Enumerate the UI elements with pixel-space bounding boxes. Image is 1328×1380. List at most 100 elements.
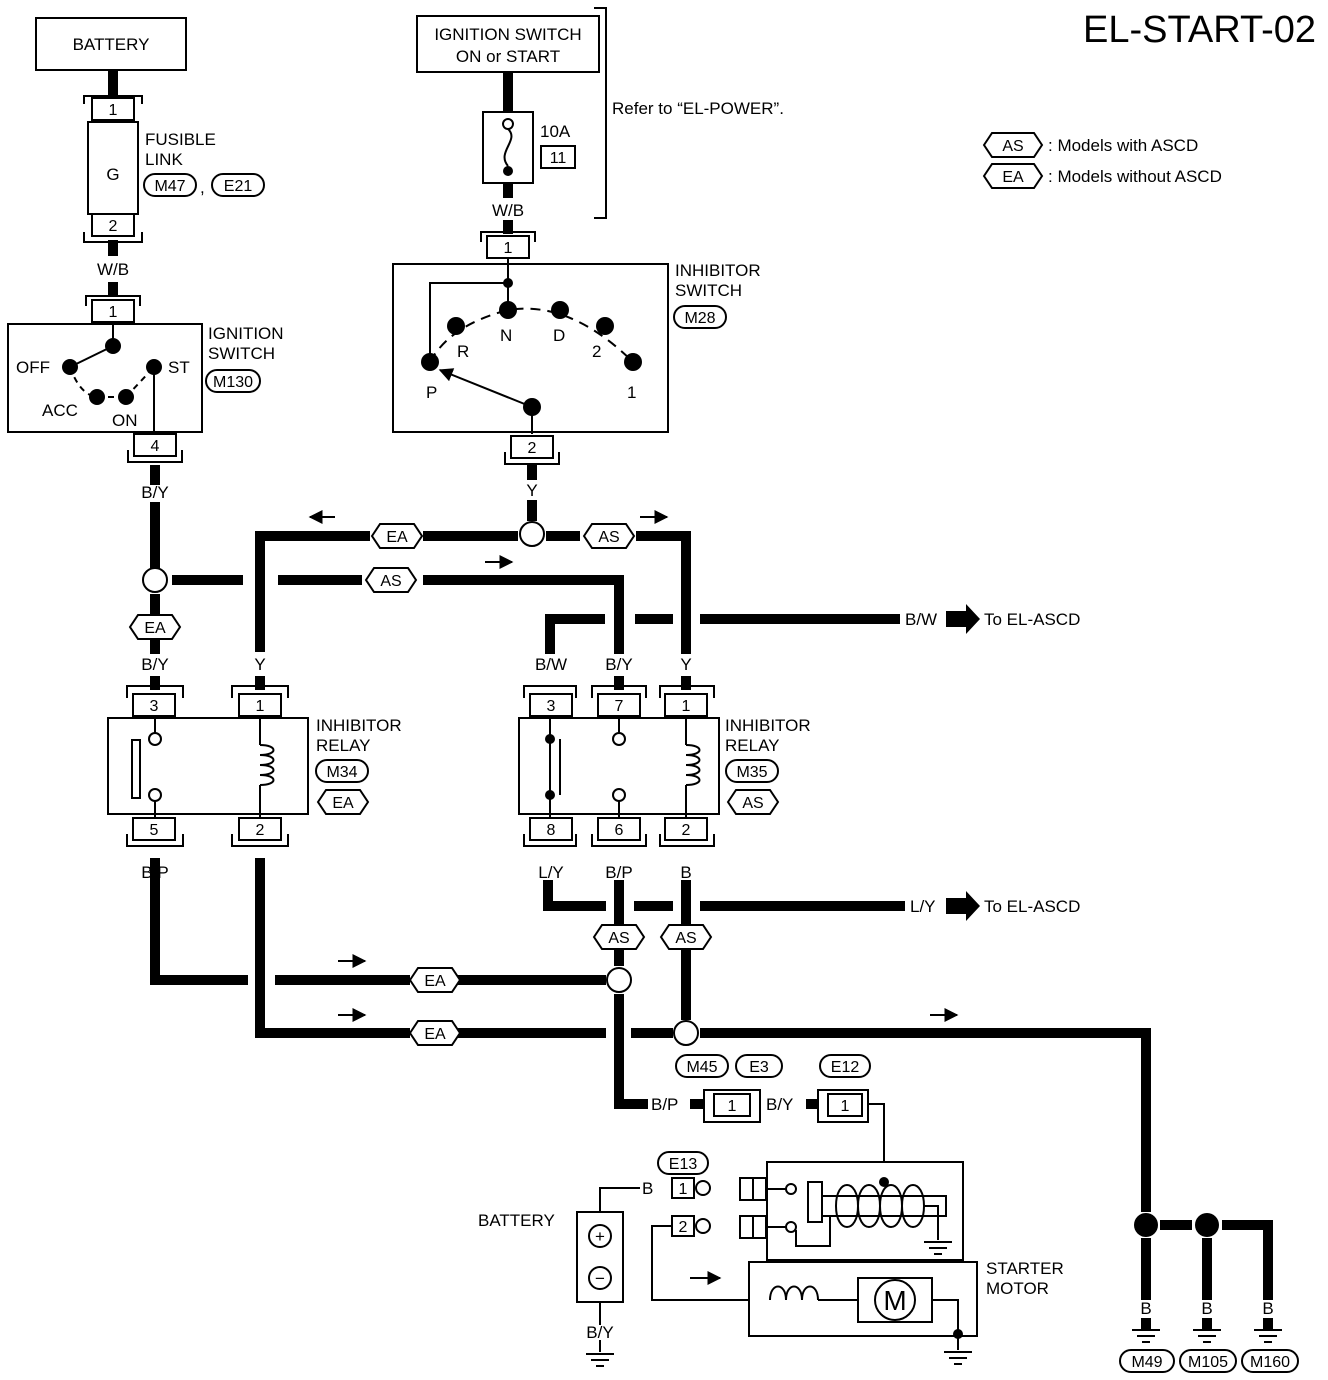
m34-pin-5: 5 xyxy=(150,822,159,839)
ign-pos-acc: ACC xyxy=(42,401,78,420)
m34-pin-3: 3 xyxy=(150,698,159,715)
motor-symbol: M xyxy=(883,1285,906,1316)
flow-arrows xyxy=(308,510,959,1285)
ign-power-label-1: IGNITION SWITCH xyxy=(434,25,581,44)
m35-label-1: INHIBITOR xyxy=(725,716,811,735)
m35-pin-3: 3 xyxy=(547,698,556,715)
conn-m28: M28 xyxy=(684,310,715,327)
wire-tags: EA AS AS EA AS AS EA EA xyxy=(128,523,713,1046)
wire-label-bp-m34: B/P xyxy=(141,863,168,882)
tag-ea-1: EA xyxy=(386,529,408,546)
wire-label-by-batt: B/Y xyxy=(586,1323,613,1342)
m35-pin-8: 8 xyxy=(547,822,556,839)
tag-ea-4: EA xyxy=(424,1026,446,1043)
m34-pin-1: 1 xyxy=(256,698,265,715)
page-title: EL-START-02 xyxy=(1083,9,1316,51)
fusible-link-label-2: LINK xyxy=(145,150,183,169)
to-el-ascd-ly: L/Y To EL-ASCD xyxy=(910,891,1080,921)
tag-as-3: AS xyxy=(608,930,629,947)
legend-ea-text: : Models without ASCD xyxy=(1048,167,1222,186)
legend-as-tag xyxy=(982,132,1044,158)
starter-label-2: MOTOR xyxy=(986,1279,1049,1298)
inh-sw-pin-bottom: 2 xyxy=(528,440,537,457)
to-el-ascd-bw: B/W To EL-ASCD xyxy=(905,604,1080,634)
tag-as-4: AS xyxy=(675,930,696,947)
junctions xyxy=(142,521,1219,1237)
wire-label-by-m35: B/Y xyxy=(605,655,632,674)
conn-m34: M34 xyxy=(326,764,357,781)
wire-label-y-m35: Y xyxy=(680,655,691,674)
connector-e12: E12 1 xyxy=(817,1054,871,1123)
conn-e12-pin1: 1 xyxy=(841,1098,850,1115)
ignition-power: IGNITION SWITCH ON or START 10A 11 Refer… xyxy=(416,7,784,219)
wire-label-by-m34: B/Y xyxy=(141,655,168,674)
relay-top-wire-labels: B/Y Y B/W B/Y Y xyxy=(141,655,691,674)
m34-label-2: RELAY xyxy=(316,736,371,755)
tag-as-1: AS xyxy=(598,529,619,546)
battery-bottom: BATTERY + − B/Y xyxy=(478,1211,624,1367)
connector-m45-e3: M45 E3 B/P 1 B/Y xyxy=(651,1054,793,1123)
wire-label-wb1: W/B xyxy=(97,260,129,279)
ign-sw-label-1: IGNITION xyxy=(208,324,284,343)
to-ascd-bw-wire: B/W xyxy=(905,610,937,629)
fusible-link-label-1: FUSIBLE xyxy=(145,130,216,149)
wire-label-g3: B xyxy=(1262,1299,1273,1318)
connector-e13: E13 B 1 2 xyxy=(642,1151,711,1237)
to-ascd-ly-text: To EL-ASCD xyxy=(984,897,1080,916)
conn-m35: M35 xyxy=(736,764,767,781)
wire-label-wb2: W/B xyxy=(492,201,524,220)
fuse-amp: 10A xyxy=(540,122,571,141)
fusible-link: 1 G 2 FUSIBLE LINK M47 , E21 xyxy=(83,95,265,243)
fusible-link-pin-bottom: 2 xyxy=(109,218,118,235)
legend-ea-tag xyxy=(982,163,1044,189)
ign-sw-label-2: SWITCH xyxy=(208,344,275,363)
starter-motor: M STARTER MOTOR xyxy=(739,1161,1064,1365)
wire-label-y-m34: Y xyxy=(254,655,265,674)
ign-sw-pin-bottom: 4 xyxy=(151,438,160,455)
wire-label-bw-m35: B/W xyxy=(535,655,567,674)
m35-pin-6: 6 xyxy=(615,822,624,839)
wire-label-g1: B xyxy=(1140,1299,1151,1318)
inh-pos-1: 1 xyxy=(627,383,636,402)
battery-minus: − xyxy=(595,1269,605,1288)
wires xyxy=(108,70,1273,1330)
fusible-link-letter: G xyxy=(106,165,119,184)
to-ascd-ly-wire: L/Y xyxy=(910,897,936,916)
inh-sw-label-1: INHIBITOR xyxy=(675,261,761,280)
m35-pin-2: 2 xyxy=(682,822,691,839)
battery-bottom-label: BATTERY xyxy=(478,1211,555,1230)
inh-sw-pin-top: 1 xyxy=(504,240,513,257)
conn-e13: E13 xyxy=(669,1156,698,1173)
m35-tag: AS xyxy=(742,795,763,812)
battery-top-label: BATTERY xyxy=(73,35,150,54)
legend-as-text: : Models with ASCD xyxy=(1048,136,1198,155)
tag-ea-3: EA xyxy=(424,973,446,990)
inhibitor-relay-m35: 3 7 1 8 6 2 INHIBITOR RELAY M35 AS xyxy=(518,685,811,847)
conn-e3: E3 xyxy=(749,1059,769,1076)
inh-pos-d: D xyxy=(553,326,565,345)
conn-m45-pin1: 1 xyxy=(728,1098,737,1115)
wire-label-ly-m35: L/Y xyxy=(538,863,564,882)
ign-sw-pin-top: 1 xyxy=(109,304,118,321)
wire-label-b-m34: B xyxy=(254,863,265,882)
tag-ea-2: EA xyxy=(144,620,166,637)
inh-pos-p: P xyxy=(426,383,437,402)
conn-e21: E21 xyxy=(224,178,253,195)
wire-label-b-m35: B xyxy=(680,863,691,882)
wire-label-by1: B/Y xyxy=(141,483,168,502)
legend: AS : Models with ASCD EA : Models withou… xyxy=(982,132,1222,189)
inh-pos-n: N xyxy=(500,326,512,345)
starter-label-1: STARTER xyxy=(986,1259,1064,1278)
legend-as-tag-label: AS xyxy=(1002,138,1023,155)
m35-pin-1: 1 xyxy=(682,698,691,715)
ign-pos-st: ST xyxy=(168,358,190,377)
wire-label-y1: Y xyxy=(526,481,537,500)
conn-m47: M47 xyxy=(154,178,185,195)
conn-e13-pin2: 2 xyxy=(679,1219,688,1236)
conn-separator: , xyxy=(200,178,205,197)
m34-tag: EA xyxy=(332,795,354,812)
refer-el-power: Refer to “EL-POWER”. xyxy=(612,99,784,118)
battery-plus: + xyxy=(595,1227,605,1246)
ground-m105: M105 xyxy=(1188,1354,1228,1371)
